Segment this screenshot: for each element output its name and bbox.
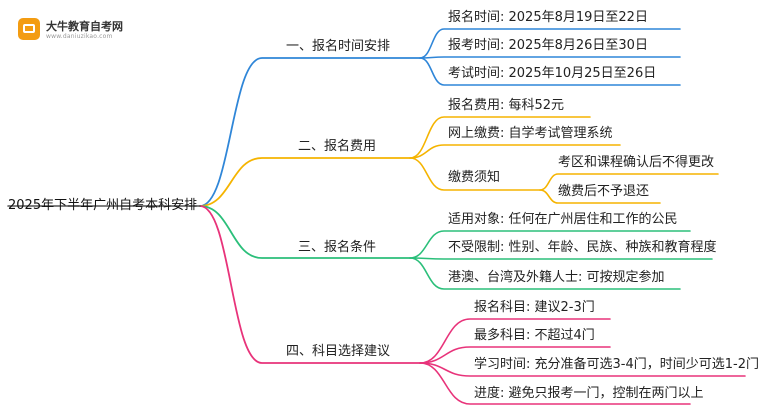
- branch-2-sub-1-connector: [539, 173, 719, 191]
- branch-2-item-2: 网上缴费: 自学考试管理系统: [448, 126, 613, 141]
- branch-3-item-3: 港澳、台湾及外籍人士: 可按规定参加: [448, 270, 665, 285]
- book-icon: [18, 18, 40, 40]
- branch-1-item-2: 报考时间: 2025年8月26日至30日: [448, 38, 648, 53]
- branch-4-connector: [199, 205, 421, 364]
- branch-2-sub-2-connector: [539, 189, 661, 204]
- branch-3-item-1: 适用对象: 任何在广州居住和工作的公民: [448, 212, 678, 227]
- branch-3-child-1-connector: [409, 230, 691, 259]
- branch-4-child-4-connector: [419, 362, 691, 405]
- branch-4-item-1: 报名科目: 建议2-3门: [474, 300, 595, 315]
- branch-1-child-3-connector: [419, 57, 681, 86]
- branch-3-label: 三、报名条件: [298, 240, 377, 255]
- branch-3-child-3-connector: [409, 257, 681, 290]
- branch-2-child-2-connector: [409, 144, 621, 159]
- branch-2-item-3: 缴费须知: [448, 170, 501, 185]
- branch-4-label: 四、科目选择建议: [286, 344, 391, 359]
- branch-2-subitem-1: 考区和课程确认后不得更改: [558, 155, 715, 170]
- logo-url: www.daniuzikao.com: [46, 33, 113, 40]
- branch-1-label: 一、报名时间安排: [286, 39, 391, 54]
- branch-1-child-1-connector: [419, 28, 681, 59]
- branch-2-child-3-connector: [409, 157, 541, 191]
- branch-2-connector: [199, 157, 411, 207]
- branch-2-subitem-2: 缴费后不予退还: [558, 184, 650, 199]
- root-topic: 2025年下半年广州自考本科安排: [8, 198, 198, 213]
- brand-logo: 大牛教育自考网 www.daniuzikao.com: [18, 16, 138, 46]
- branch-4-item-4: 进度: 避免只报考一门，控制在两门以上: [474, 386, 704, 401]
- branch-4-item-3: 学习时间: 充分准备可选3-4门，时间少可选1-2门: [474, 357, 759, 372]
- branch-4-child-1-connector: [419, 318, 611, 364]
- branch-1-item-3: 考试时间: 2025年10月25日至26日: [448, 66, 657, 81]
- branch-2-item-1: 报名费用: 每科52元: [448, 98, 565, 113]
- branch-4-item-2: 最多科目: 不超过4门: [474, 328, 595, 343]
- branch-1-connector: [199, 57, 421, 207]
- branch-3-item-2: 不受限制: 性别、年龄、民族、种族和教育程度: [448, 240, 717, 255]
- branch-3-connector: [199, 205, 411, 259]
- branch-1-item-1: 报名时间: 2025年8月19日至22日: [448, 10, 648, 25]
- branch-1-child-2-connector: [419, 56, 681, 59]
- branch-4-child-2-connector: [419, 346, 611, 364]
- branch-2-child-1-connector: [409, 116, 591, 159]
- logo-title: 大牛教育自考网: [46, 20, 123, 33]
- branch-3-child-2-connector: [409, 257, 713, 260]
- branch-2-label: 二、报名费用: [298, 139, 377, 154]
